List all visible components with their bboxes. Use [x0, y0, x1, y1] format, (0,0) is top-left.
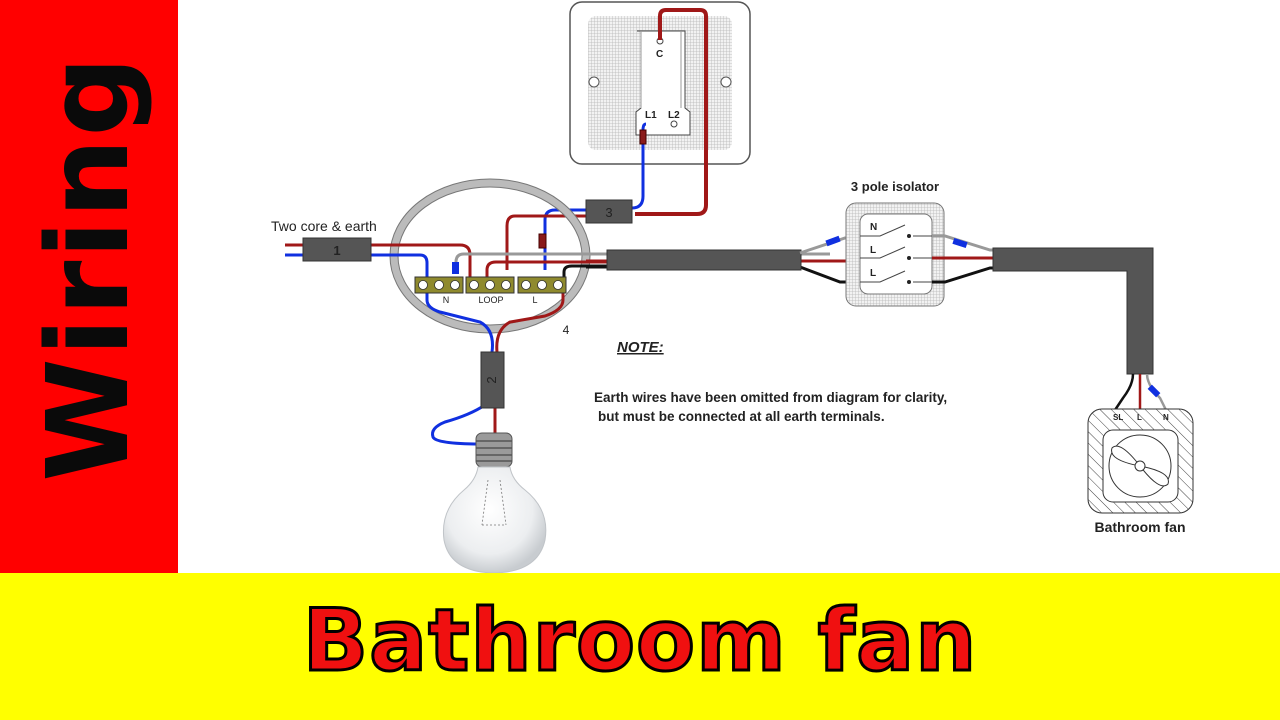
light-bulb [442, 432, 547, 573]
three-pole-isolator: 3 pole isolator N L L [845, 179, 945, 307]
note-heading: NOTE: [617, 339, 664, 356]
two-core-earth-label: Two core & earth [271, 218, 377, 234]
cable-3: 3 [505, 199, 633, 270]
fan-terminal-l: L [1137, 413, 1142, 422]
terminal-c-label: C [656, 49, 663, 60]
isolator-pole-n: N [870, 222, 877, 233]
note-line-1: Earth wires have been omitted from diagr… [594, 390, 947, 405]
bottom-title: Bathroom fan [301, 591, 978, 691]
junction-box-label: 4 [563, 323, 570, 337]
fan-terminal-n: N [1163, 413, 1169, 422]
wiring-diagram: C L1 L2 3 1 Two core & earth [271, 1, 1194, 573]
cable-to-fan [992, 247, 1154, 375]
bottom-banner [0, 573, 1280, 720]
isolator-pole-l1: L [870, 245, 876, 256]
cable-2-label: 2 [484, 376, 499, 383]
cable-1-label: 1 [333, 243, 340, 258]
side-banner: Wiring [0, 0, 178, 573]
cable-3-label: 3 [605, 205, 612, 220]
note: NOTE: Earth wires have been omitted from… [594, 339, 947, 424]
fan-terminal-sl: SL [1113, 413, 1123, 422]
terminal-blocks: N LOOP L 4 [414, 276, 570, 337]
bathroom-fan: SL L N Bathroom fan [1087, 408, 1194, 535]
isolator-pole-l2: L [870, 268, 876, 279]
terminal-l-label: L [532, 295, 537, 305]
isolator-title: 3 pole isolator [851, 179, 939, 194]
fan-title: Bathroom fan [1095, 519, 1186, 535]
terminal-l1-label: L1 [645, 110, 657, 121]
cable-to-isolator [606, 249, 802, 271]
terminal-l2-label: L2 [668, 110, 680, 121]
terminal-loop-label: LOOP [478, 295, 503, 305]
side-title: Wiring [24, 54, 154, 482]
note-line-2: but must be connected at all earth termi… [598, 409, 885, 424]
terminal-n-label: N [443, 295, 450, 305]
cable-2: 2 [431, 351, 505, 446]
